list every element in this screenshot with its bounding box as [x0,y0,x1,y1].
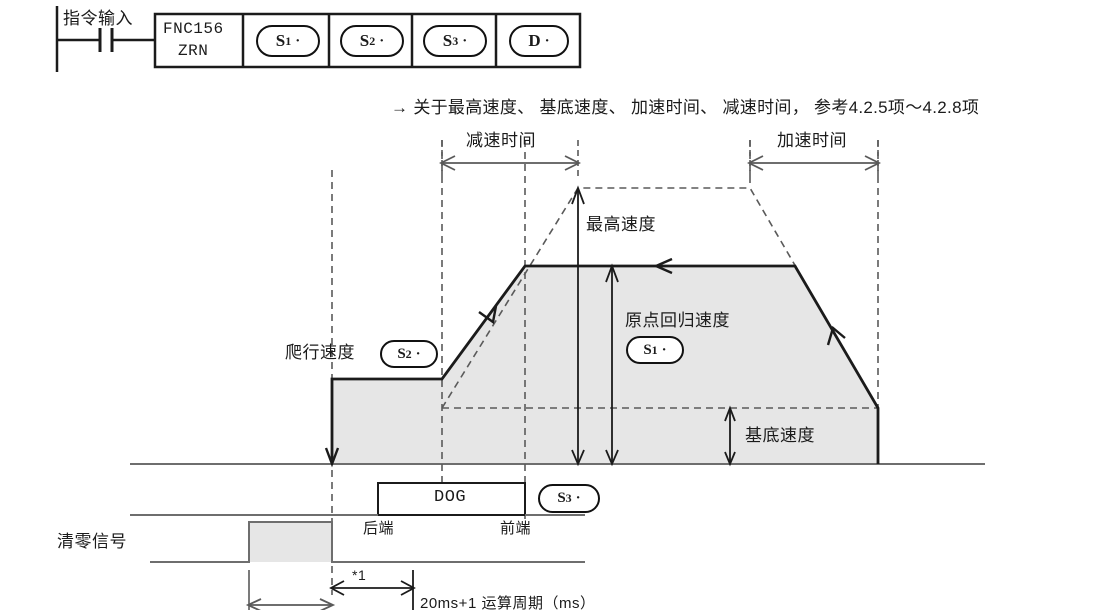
operand-d-dot: · [544,32,550,49]
return-speed-operand-base: S [643,341,652,358]
ladder-diagram [55,6,582,72]
footnote-arrow-left [329,580,345,596]
reference-note: → 关于最高速度、 基底速度、 加速时间、 减速时间， 参考4.2.5项～4.2… [391,98,980,117]
creep-speed-label: 爬行速度 [285,343,355,362]
operand-s3-base: S [442,31,453,50]
operand-s2-base: S [359,31,370,50]
accel-time-label: 加速时间 [777,131,847,150]
measure-arrowhead-return-bottom [605,449,619,467]
clear-signal-pulse-fill [249,522,332,562]
direction-arrow-plateau [653,257,673,275]
lower-span-arrow-left [245,598,262,610]
operand-s1-dot: · [295,32,301,49]
instruction-mnemonic-label: ZRN [178,42,209,60]
instruction-fnc-label: FNC156 [163,20,224,38]
operand-s3-dot: · [462,32,468,49]
dog-operand-dot: · [575,490,581,506]
ladder-input-label: 指令输入 [63,9,133,28]
clear-signal-waveform [150,521,585,563]
measure-arrowhead-return-top [605,263,619,283]
operand-s2-sub: 2 [369,33,376,48]
creep-speed-operand-dot: · [415,345,421,362]
operand-s1-sub: 1 [285,33,292,48]
decel-time-arrow-left [438,155,456,171]
footnote-arrow-right [400,580,416,596]
operand-d-base: D [528,31,541,50]
operand-s1-base: S [275,31,286,50]
speed-profile [130,140,985,595]
decel-time-arrow-right [564,155,582,171]
accel-time-arrow-left [746,155,764,171]
measure-arrowhead-base-bottom [724,451,736,467]
operand-d-pill[interactable]: D· [509,25,569,57]
return-speed-label: 原点回归速度 [625,311,730,330]
dog-front-end-label: 前端 [500,520,532,537]
return-speed-operand-sub: 1 [651,342,658,357]
base-speed-label: 基底速度 [745,426,815,445]
dog-operand-base: S [557,490,566,506]
measure-arrowhead-base-top [724,405,736,422]
operand-s2-dot: · [379,32,385,49]
footnote-text: 20ms+1 运算周期（ms） [420,595,596,610]
lower-span-arrow-right [319,598,336,610]
accel-time-arrow-right [864,155,882,171]
measure-arrowhead-max-bottom [571,449,585,467]
direction-arrow-accel-ramp [478,305,498,325]
clear-signal-group [150,521,585,563]
profile-fill-area [332,266,878,464]
max-speed-label: 最高速度 [586,215,656,234]
dog-operand-sub: 3 [565,491,572,505]
operand-s3-sub: 3 [452,33,459,48]
footnote-span-group [245,570,416,610]
clear-signal-label: 清零信号 [57,532,127,551]
dog-signal-group [130,482,585,516]
direction-arrow-start [324,447,340,468]
footnote-mark: *1 [352,567,367,583]
measure-arrowhead-max-top [571,185,585,205]
creep-speed-operand-sub: 2 [405,346,412,361]
direction-arrow-decel-ramp [826,325,846,346]
decel-time-label: 减速时间 [466,131,536,150]
return-speed-operand-dot: · [661,341,667,358]
instruction-block [153,12,582,69]
dog-signal-box [377,482,526,516]
creep-speed-operand-base: S [397,345,406,362]
dog-box-label: DOG [434,488,467,507]
speed-profile-line [330,264,880,464]
dog-rear-end-label: 后端 [363,520,395,537]
time-span-arrows [438,140,882,178]
